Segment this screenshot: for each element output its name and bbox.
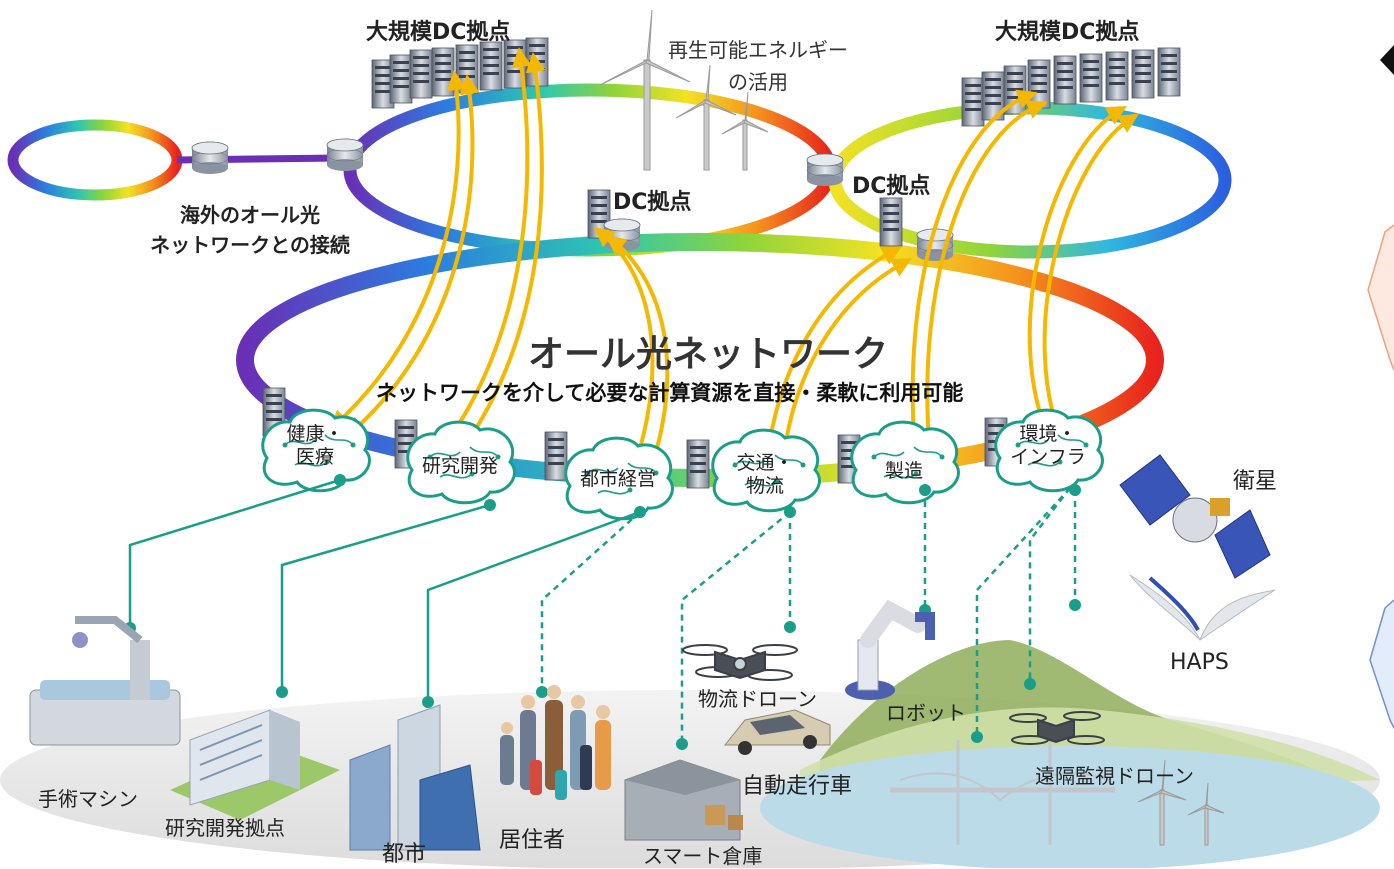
side-panel-shape [1367,224,1394,371]
overseas-ring [7,119,183,201]
brain-label-transport: 交通・ 物流 [736,452,794,497]
storage-icon [191,141,229,175]
robot-label: ロボット [886,701,966,725]
renewable-label: 再生可能エネルギー の活用 [668,38,848,94]
main-network-subtitle: ネットワークを介して必要な計算資源を直接・柔軟に利用可能 [376,381,964,405]
bridge-icon [890,735,1115,845]
surgery-label: 手術マシン [38,787,138,811]
surgery-machine-icon [29,616,181,746]
brain-label-city: 都市経営 [579,468,656,490]
warehouse-icon [624,759,743,841]
large-dc-left-label: 大規模DC拠点 [366,20,511,45]
dc-left-label: DC拠点 [613,190,692,215]
ring-server-icon [686,439,710,489]
storage-icon [326,138,364,172]
wind-turbine-icon [599,9,769,171]
side-panel-shape [1369,599,1394,729]
city-buildings-icon [349,704,481,851]
logistics-drone-label: 物流ドローン [698,687,817,711]
research-site-label: 研究開発拠点 [165,816,285,840]
brain-label-environment: 環境・ インフラ [1010,423,1086,468]
wireless-lines [540,487,1077,742]
storage-icon [806,153,844,187]
monitoring-drone-label: 遠隔監視ドローン [1035,764,1194,788]
logistics-drone-icon [682,644,798,681]
monitoring-drone-icon [1009,711,1105,745]
lake-wind-turbine-icon [1137,759,1225,846]
research-building-icon [170,709,340,820]
city-label: 都市 [382,842,427,867]
main-network-title: オール光ネットワーク [528,334,889,375]
robot-arm-icon [845,599,935,700]
large-dc-right-label: 大規模DC拠点 [995,20,1140,45]
autonomous-car-icon [723,709,831,755]
dc-right-label: DC拠点 [852,174,931,199]
satellite-label: 衛星 [1233,469,1278,494]
haps-icon [1129,574,1276,642]
satellite-icon [1119,454,1271,579]
brain-label-manufacturing: 製造 [884,460,923,482]
haps-label: HAPS [1170,650,1229,675]
brain-label-research: 研究開発 [421,455,498,477]
side-marker-icon [1380,45,1394,75]
link-lines [128,478,641,700]
autonomous-car-label: 自動走行車 [742,774,853,799]
resource-arrows [329,47,1139,484]
brain-label-health: 健康・ 医療 [286,423,344,468]
residents-label: 居住者 [499,828,566,853]
warehouse-label: スマート倉庫 [643,844,763,868]
residents-icon [500,685,611,800]
overseas-label: 海外のオール光 ネットワークとの接続 [150,203,350,257]
